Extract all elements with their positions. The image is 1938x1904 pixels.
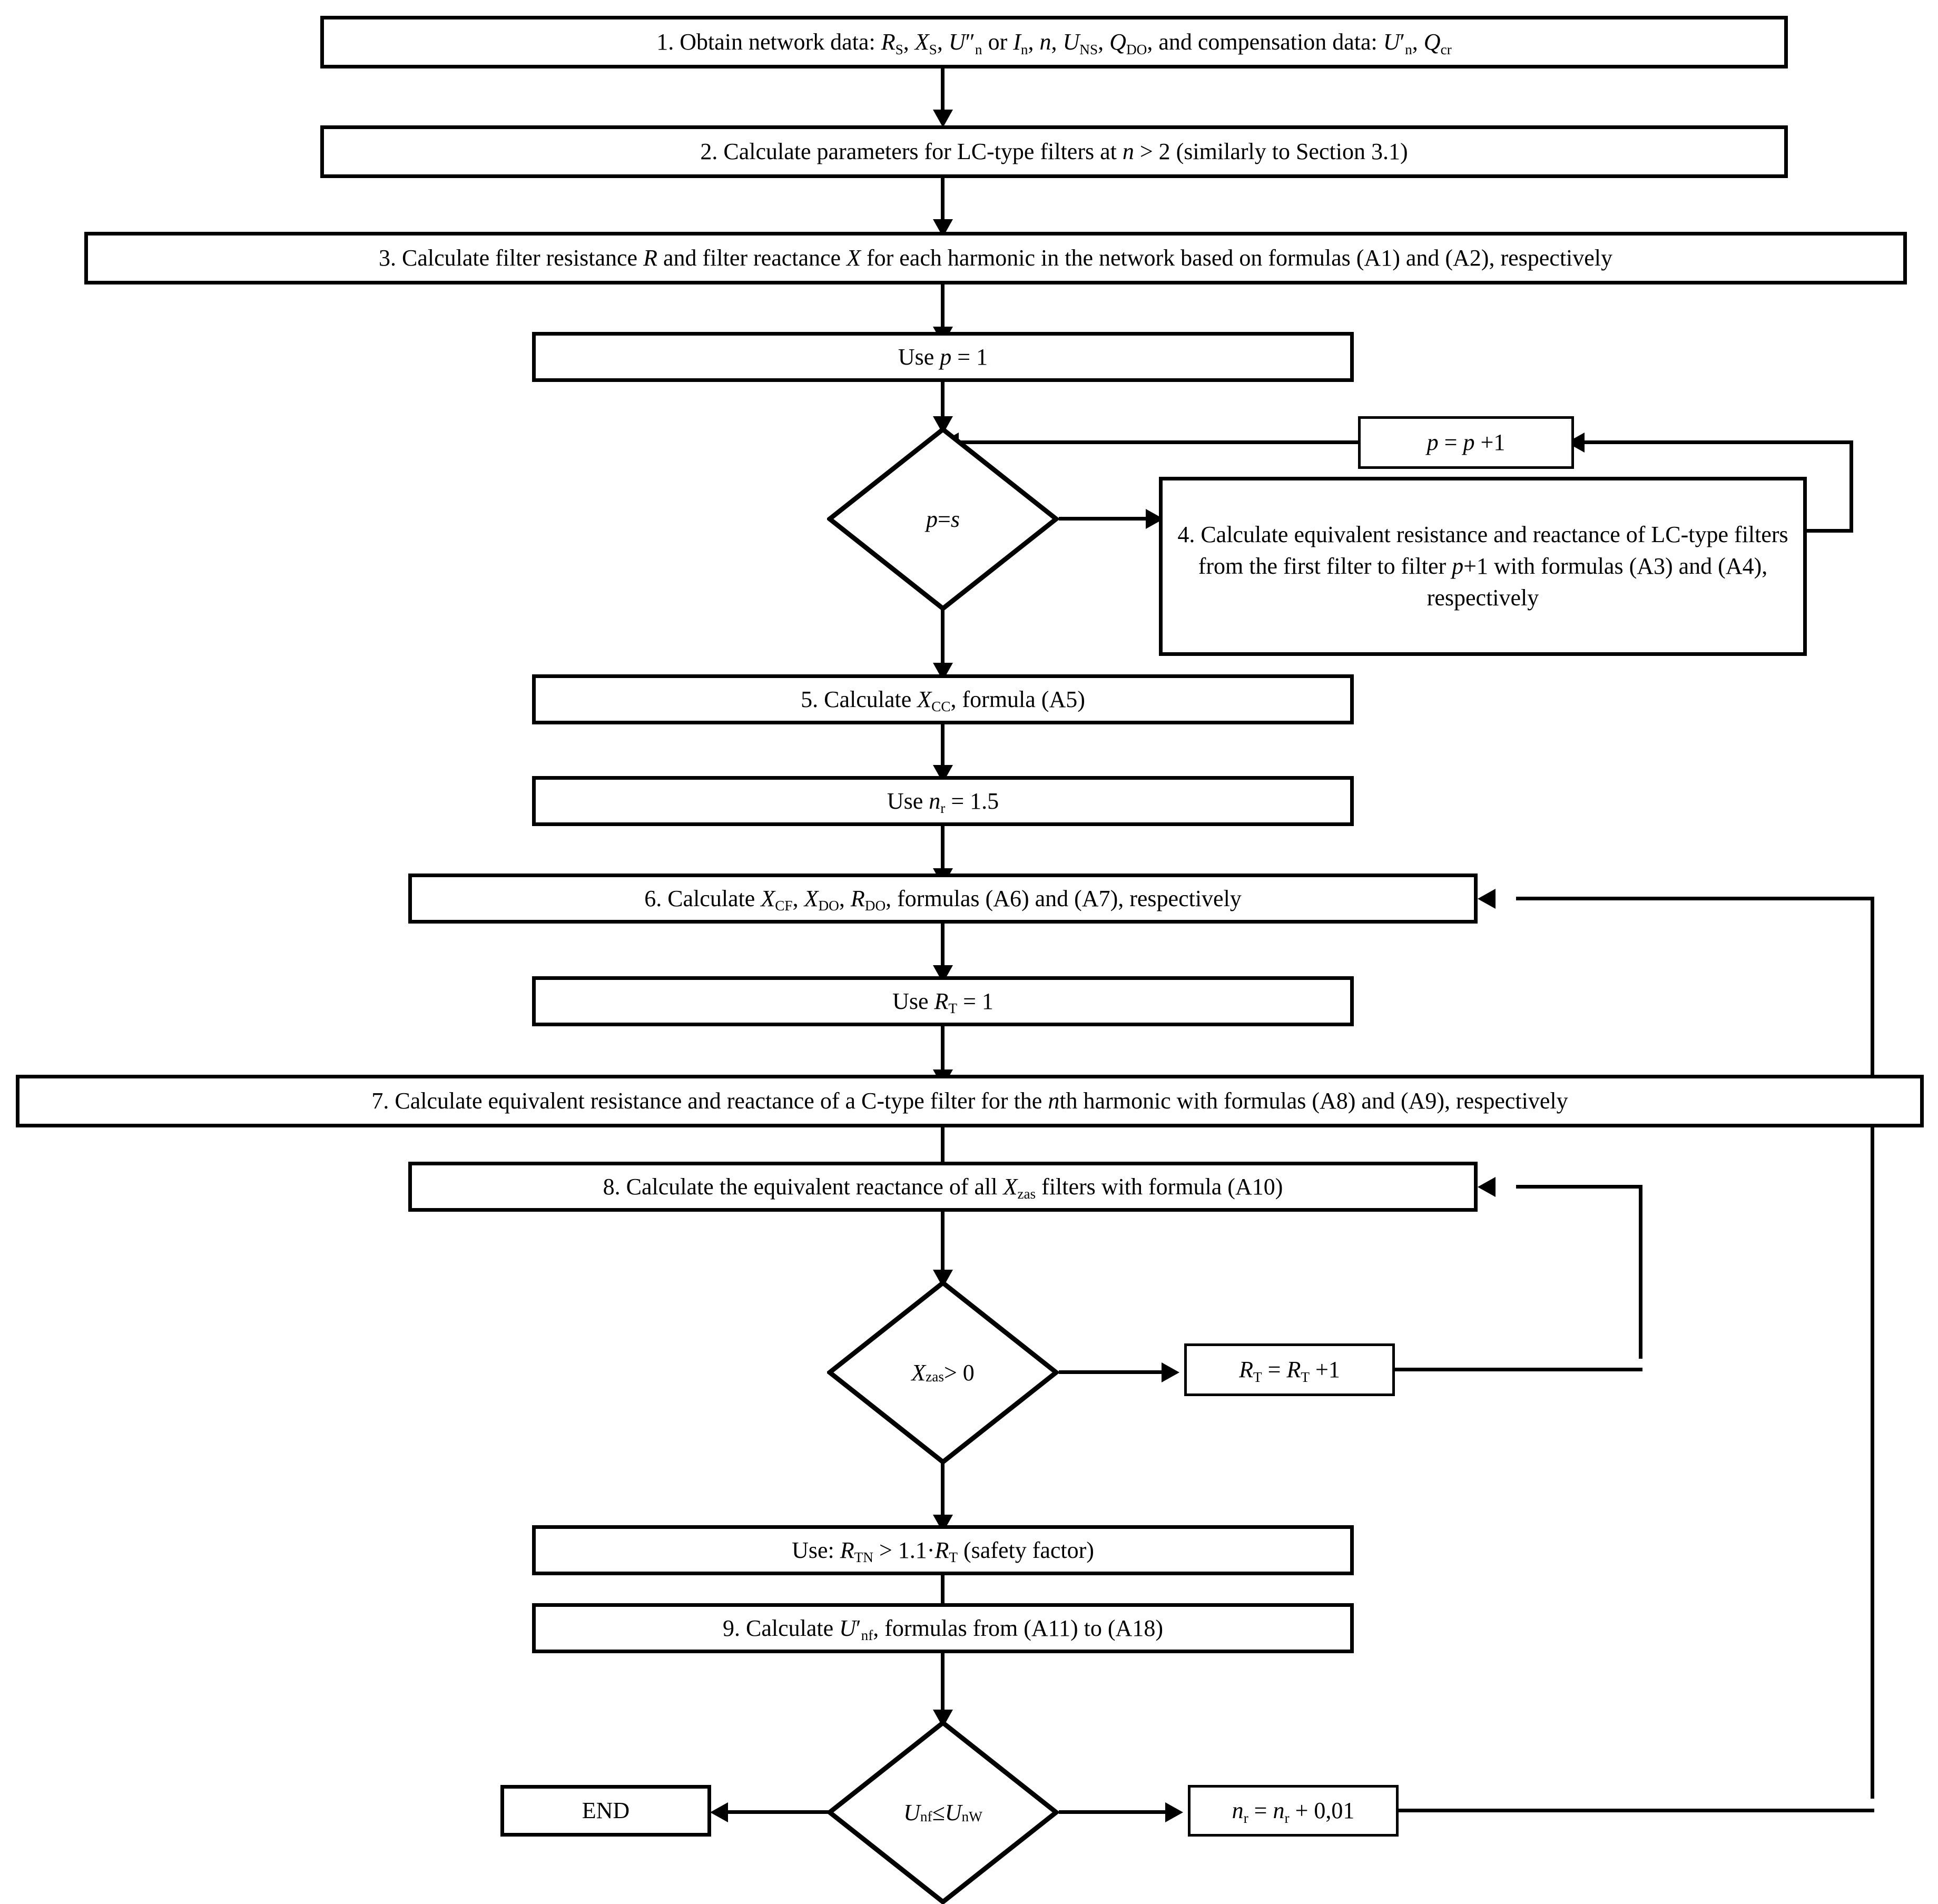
node-step7[interactable]: 7. Calculate equivalent resistance and r…: [16, 1075, 1924, 1127]
edge-decps-step5-line: [941, 609, 945, 674]
edge-usertn-step9-line: [941, 1575, 945, 1622]
edge-step4-loop-vert: [1850, 440, 1853, 533]
edge-step4-loop-top: [1574, 440, 1853, 444]
node-use-p1[interactable]: Use p = 1: [532, 332, 1354, 382]
node-step4-label: 4. Calculate equivalent resistance and r…: [1177, 522, 1788, 611]
edge-nrincr-exit-line: [1399, 1809, 1874, 1812]
node-step5[interactable]: 5. Calculate XCC, formula (A5): [532, 674, 1354, 724]
edge-nrincr-step6-horiz: [1516, 897, 1874, 900]
edge-step6-usert-line: [941, 924, 945, 970]
node-step6[interactable]: 6. Calculate XCF, XDO, RDO, formulas (A6…: [408, 874, 1478, 924]
edge-rtincr-exit-line: [1395, 1368, 1642, 1371]
node-step8-label: 8. Calculate the equivalent reactance of…: [603, 1173, 1283, 1202]
node-step1[interactable]: 1. Obtain network data: RS, XS, U″n or I…: [320, 16, 1788, 68]
edge-step9-decunf-line: [941, 1653, 945, 1721]
node-step9-label: 9. Calculate U′nf, formulas from (A11) t…: [723, 1615, 1163, 1644]
edge-pincr-decps-line: [948, 440, 1358, 444]
edge-decxzas-usertn-line: [941, 1462, 945, 1526]
node-end[interactable]: END: [500, 1785, 711, 1837]
node-use-rtn[interactable]: Use: RTN > 1.1·RT (safety factor): [532, 1525, 1354, 1575]
node-decision-p-equals-s-label: p = s: [926, 506, 960, 532]
edge-decunf-nrincr-line: [1059, 1810, 1170, 1814]
edge-step2-step3-line: [941, 178, 945, 224]
edge-nrincr-step6-arrow: [1478, 889, 1496, 909]
node-use-nr-label: Use nr = 1.5: [887, 788, 999, 817]
node-end-label: END: [582, 1798, 630, 1824]
node-step3-label: 3. Calculate filter resistance R and fil…: [378, 245, 1613, 271]
edge-usert-step7-line: [941, 1026, 945, 1075]
edge-step3-usep1-line: [941, 284, 945, 332]
node-use-rt[interactable]: Use RT = 1: [532, 976, 1354, 1026]
node-step4[interactable]: 4. Calculate equivalent resistance and r…: [1159, 477, 1807, 656]
edge-step1-step2-line: [941, 68, 945, 115]
node-rt-increment[interactable]: RT = RT +1: [1184, 1343, 1395, 1396]
edge-rtincr-step8-horiz: [1516, 1185, 1642, 1189]
decision-xzas-shape: [827, 1280, 1059, 1465]
node-step7-label: 7. Calculate equivalent resistance and r…: [371, 1088, 1568, 1114]
edge-step1-step2-arrow: [933, 110, 953, 127]
edge-step4-loop-bottom: [1804, 529, 1853, 533]
edge-decunf-end-arrow: [710, 1802, 728, 1822]
node-step9[interactable]: 9. Calculate U′nf, formulas from (A11) t…: [532, 1603, 1354, 1653]
edge-rtincr-step8-arrow: [1478, 1177, 1496, 1197]
edge-rtincr-step8-vert: [1639, 1185, 1642, 1359]
edge-usep1-decps-line: [941, 382, 945, 425]
node-nr-increment[interactable]: nr = nr + 0,01: [1188, 1785, 1399, 1837]
edge-decps-step4-line: [1059, 517, 1151, 521]
node-decision-p-equals-s[interactable]: p = s: [827, 427, 1059, 611]
node-step6-label: 6. Calculate XCF, XDO, RDO, formulas (A6…: [644, 885, 1242, 914]
node-use-p1-label: Use p = 1: [898, 343, 988, 370]
node-use-rtn-label: Use: RTN > 1.1·RT (safety factor): [792, 1537, 1094, 1566]
node-use-rt-label: Use RT = 1: [892, 988, 993, 1017]
edge-decunf-end-line: [727, 1810, 830, 1814]
edge-step8-decxzas-line: [941, 1212, 945, 1280]
node-p-increment[interactable]: p = p +1: [1358, 416, 1574, 469]
node-rt-increment-label: RT = RT +1: [1239, 1357, 1340, 1385]
node-step3[interactable]: 3. Calculate filter resistance R and fil…: [84, 232, 1907, 284]
decision-unf-shape: [827, 1720, 1059, 1904]
edge-decunf-nrincr-arrow: [1165, 1802, 1183, 1822]
node-step2-label: 2. Calculate parameters for LC-type filt…: [700, 139, 1408, 165]
node-step8[interactable]: 8. Calculate the equivalent reactance of…: [408, 1162, 1478, 1212]
edge-nrincr-step6-vert: [1871, 897, 1874, 1799]
decision-p-equals-s-shape: [827, 427, 1059, 611]
node-nr-increment-label: nr = nr + 0,01: [1232, 1798, 1355, 1826]
node-step2[interactable]: 2. Calculate parameters for LC-type filt…: [320, 125, 1788, 178]
edge-decxzas-rtincr-arrow: [1162, 1362, 1179, 1382]
edge-step7-step8-line: [941, 1127, 945, 1176]
node-use-nr[interactable]: Use nr = 1.5: [532, 776, 1354, 826]
node-step1-label: 1. Obtain network data: RS, XS, U″n or I…: [656, 29, 1452, 57]
node-p-increment-label: p = p +1: [1427, 429, 1506, 456]
node-step5-label: 5. Calculate XCC, formula (A5): [801, 686, 1085, 715]
edge-step5-usenr-line: [941, 724, 945, 771]
edge-decxzas-rtincr-line: [1059, 1370, 1167, 1374]
edge-usenr-step6-line: [941, 826, 945, 874]
